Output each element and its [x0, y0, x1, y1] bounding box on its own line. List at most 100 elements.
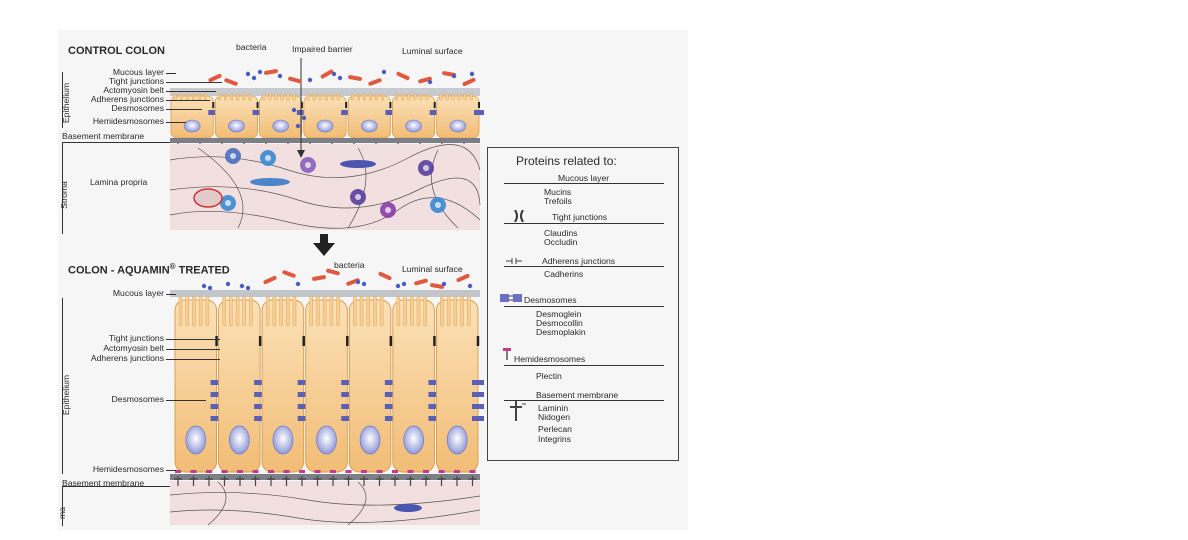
microvillus — [230, 93, 234, 101]
microvillus — [309, 295, 313, 327]
legend-basement-header: Basement membrane — [536, 390, 619, 400]
bacterium-rod — [282, 270, 296, 278]
desmosome — [210, 404, 223, 409]
microvillus — [279, 295, 283, 327]
legend-rule — [504, 365, 664, 366]
impaired-barrier-label: Impaired barrier — [292, 44, 353, 54]
leader-line — [166, 294, 176, 295]
hemidesmosome-icon — [503, 348, 511, 360]
microvillus — [396, 295, 401, 327]
immune-cell-nucleus — [230, 153, 236, 159]
treated-label-adherens-junctions: Adherens junctions — [90, 353, 164, 363]
collagen-fiber — [431, 149, 459, 229]
legend-basement-item: Integrins — [538, 434, 571, 444]
desmosome — [384, 416, 397, 421]
legend-rule — [504, 183, 664, 184]
desmosome — [210, 416, 223, 421]
treated-title-main: COLON - AQUAMIN — [68, 264, 170, 277]
treated-stroma — [170, 481, 480, 525]
bacterium-coccus — [337, 75, 343, 81]
treated-label-hemidesmosomes: Hemidesmosomes — [92, 464, 164, 474]
collagen-fiber — [347, 147, 367, 229]
bacterium-rod — [430, 283, 444, 289]
basement-anchor — [189, 476, 198, 486]
treated-epithelial-cells — [174, 295, 484, 473]
control-stroma-cells — [193, 148, 446, 218]
microvillus — [322, 295, 327, 327]
hemidesmosome — [361, 470, 367, 473]
bacterium-rod — [320, 69, 334, 79]
microvillus — [218, 93, 221, 101]
transition-arrow-head — [313, 243, 335, 256]
nucleus — [359, 425, 381, 455]
microvillus — [413, 93, 417, 101]
control-bacteria — [208, 69, 476, 129]
bacterium-rod — [368, 78, 382, 86]
treated-label-tight-junctions: Tight junctions — [108, 333, 164, 343]
basement-anchor — [236, 476, 244, 486]
desmosome — [254, 380, 267, 385]
bacterium-rod — [326, 268, 340, 276]
microvillus — [235, 295, 240, 327]
basement-anchor — [313, 476, 322, 486]
hemidesmosome — [376, 470, 383, 473]
legend-rule — [504, 223, 664, 224]
immune-cell-nucleus — [385, 207, 391, 213]
bacterium-coccus — [201, 283, 207, 289]
hemidesmosome — [268, 470, 274, 473]
treated-title-mark: ® — [169, 262, 176, 271]
nucleus — [405, 119, 422, 133]
fibroblast — [340, 160, 376, 168]
desmosome — [385, 110, 396, 115]
microvillus — [373, 295, 377, 327]
bacterium-coccus — [251, 75, 257, 81]
desmosome — [297, 392, 310, 397]
hemidesmosome — [314, 470, 321, 473]
tight-junction-icon — [514, 210, 524, 222]
hemidesmosome — [423, 470, 429, 473]
desmosome — [428, 380, 441, 385]
label-mucous-layer: Mucous layer — [112, 67, 164, 77]
desmosome — [254, 404, 267, 409]
hemidesmosome — [469, 470, 476, 473]
legend-rule — [504, 400, 664, 401]
nucleus — [360, 119, 378, 133]
desmosome-icon — [500, 294, 522, 302]
bacterium-coccus — [245, 71, 251, 77]
treated-epithelium-bracket — [62, 298, 63, 474]
desmosome — [297, 416, 310, 421]
microvillus — [242, 93, 246, 101]
microvillus — [185, 295, 189, 327]
leader-line — [166, 339, 220, 340]
control-title: CONTROL COLON — [68, 45, 165, 57]
treated-mucous-layer — [170, 290, 480, 297]
bacterium-coccus — [467, 283, 473, 289]
control-basement-membrane — [170, 138, 480, 143]
basement-anchor — [251, 476, 260, 486]
microvillus — [440, 295, 444, 327]
bacterium-coccus — [245, 285, 251, 291]
microvillus — [410, 295, 414, 327]
microvillus — [286, 295, 290, 327]
legend-mucous-item: Trefoils — [544, 196, 572, 206]
bacterium-rod — [263, 275, 277, 285]
label-tight-junctions: Tight junctions — [108, 76, 164, 86]
control-stroma-bracket — [62, 142, 63, 234]
microvillus — [336, 93, 340, 101]
legend-rule — [504, 306, 664, 307]
treated-basement-membrane — [170, 474, 480, 480]
legend-mucous-item: Mucins — [544, 187, 572, 197]
microvillus — [419, 93, 423, 101]
leader-line — [62, 142, 170, 143]
desmosome — [384, 404, 397, 409]
basement-anchor — [453, 476, 461, 486]
treated-title-tail: TREATED — [175, 264, 230, 277]
microvillus — [262, 93, 266, 101]
basement-anchor — [437, 476, 446, 486]
bacterium-rod — [346, 278, 360, 286]
microvillus — [359, 295, 364, 327]
bacterium-coccus — [451, 73, 457, 79]
hemidesmosome — [438, 470, 445, 473]
nucleus — [316, 425, 337, 455]
legend-mucous-header: Mucous layer — [558, 173, 610, 183]
